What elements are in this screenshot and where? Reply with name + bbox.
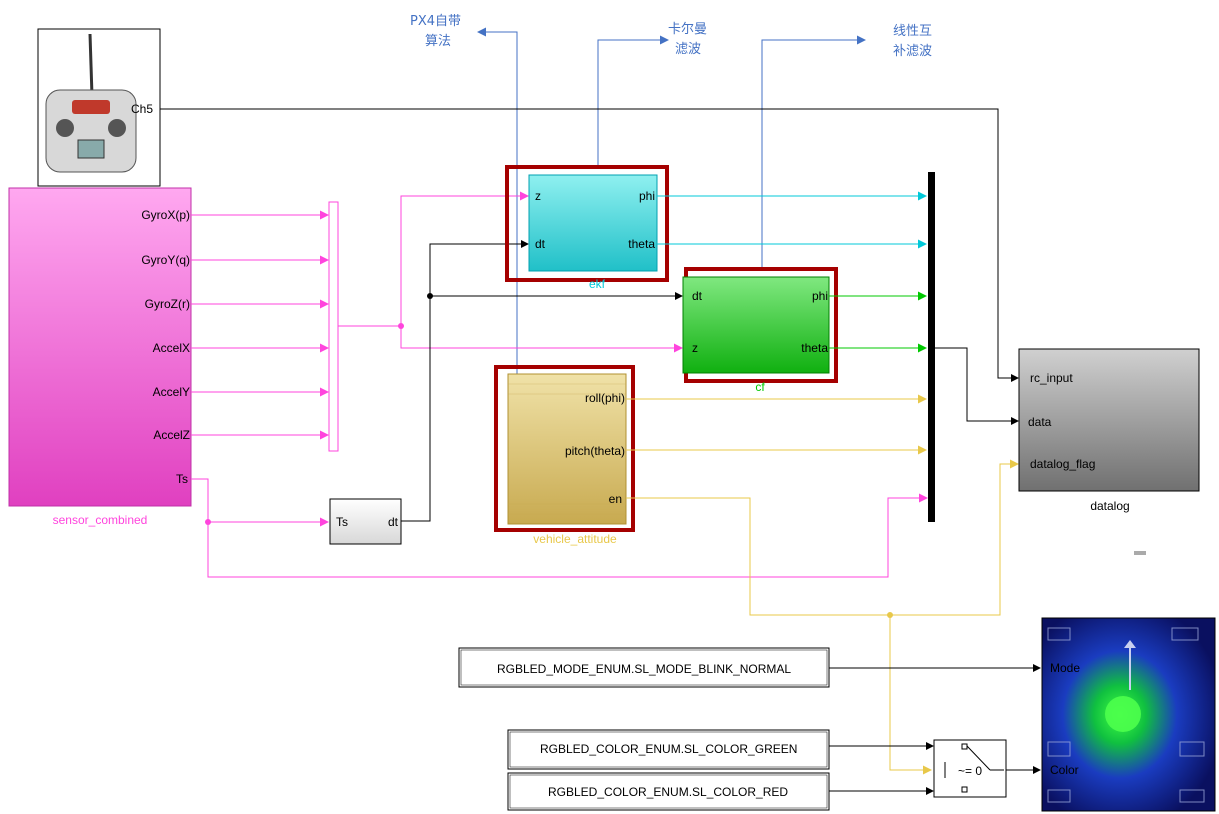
mode-constant-block[interactable]: RGBLED_MODE_ENUM.SL_MODE_BLINK_NORMAL [459,648,829,687]
ekf-out-theta: theta [628,237,655,251]
led-glow-icon [1105,696,1141,732]
sensor-port-gyroy: GyroY(q) [141,253,190,267]
sensor-mux-block[interactable] [329,202,338,451]
px4-annotation-line2: 算法 [425,34,451,49]
sensor-port-accelz: AccelZ [153,428,190,442]
datalog-label: datalog [1090,499,1129,513]
sensor-combined-label: sensor_combined [53,513,148,527]
vehicle-attitude-out-en: en [609,492,622,506]
ekf-label: ekf [589,277,606,291]
ekf-in-dt: dt [535,237,546,251]
sensor-port-accelx: AccelX [153,341,190,355]
ekf-output-wires [657,196,926,244]
cf-output-wires [829,296,926,348]
led-port-color: Color [1050,763,1079,777]
pink-junction-dot [398,323,404,329]
green-constant-block[interactable]: RGBLED_COLOR_ENUM.SL_COLOR_GREEN [508,730,829,769]
kalman-annotation-line2: 滤波 [675,42,701,57]
cf-out-theta: theta [801,341,828,355]
red-constant-block[interactable]: RGBLED_COLOR_ENUM.SL_COLOR_RED [508,773,829,810]
cf-in-dt: dt [692,289,703,303]
datalog-in-rc-input: rc_input [1030,371,1073,385]
datalog-in-flag: datalog_flag [1030,457,1095,471]
gold-junction-dot [887,612,893,618]
rgb-led-block[interactable]: Mode Color [1042,618,1215,811]
cf-label: cf [755,380,765,394]
green-constant-value: RGBLED_COLOR_ENUM.SL_COLOR_GREEN [540,742,797,756]
datalog-in-data: data [1028,415,1052,429]
px4-annotation-arrow [478,32,517,375]
ts-block-input-label: Ts [336,515,348,529]
rc-controller-icon [46,90,136,172]
red-constant-value: RGBLED_COLOR_ENUM.SL_COLOR_RED [548,785,788,799]
vehicle-attitude-out-pitch: pitch(theta) [565,444,625,458]
vehicle-attitude-output-wires [626,399,1018,770]
rc-port-ch5: Ch5 [131,102,153,116]
dt-junction-dot [427,293,433,299]
complementary-annotation-line2: 补滤波 [893,44,932,59]
switch-criteria: ~= 0 [958,764,982,778]
rc-transmitter-block[interactable]: Ch5 [38,29,160,186]
kalman-annotation-arrow [598,40,668,168]
ekf-block[interactable]: z dt phi theta [529,175,657,271]
vehicle-attitude-out-roll: roll(phi) [585,391,625,405]
sensor-port-accely: AccelY [153,385,190,399]
data-mux-bar[interactable] [928,172,935,522]
sensor-port-gyroz: GyroZ(r) [145,297,190,311]
complementary-annotation-arrow [762,40,865,270]
datalog-block[interactable]: rc_input data datalog_flag [1019,349,1199,491]
resize-handle-icon [1134,551,1146,555]
px4-annotation-line1: PX4自带 [410,14,461,29]
sensor-port-gyrox: GyroX(p) [141,208,190,222]
complementary-annotation-line1: 线性互 [893,24,932,39]
led-port-mode: Mode [1050,661,1080,675]
vehicle-attitude-block[interactable]: roll(phi) pitch(theta) en [508,374,626,524]
cf-in-z: z [692,341,698,355]
sensor-port-ts: Ts [176,472,188,486]
kalman-annotation-line1: 卡尔曼 [668,22,707,37]
sensor-combined-block[interactable]: GyroX(p) GyroY(q) GyroZ(r) AccelX AccelY… [9,188,191,506]
mode-constant-value: RGBLED_MODE_ENUM.SL_MODE_BLINK_NORMAL [497,662,791,676]
antenna-icon [90,34,92,96]
ekf-in-z: z [535,189,541,203]
ekf-out-phi: phi [639,189,655,203]
ts-conversion-block[interactable]: Ts dt [330,499,401,544]
ts-block-output-label: dt [388,515,399,529]
cf-out-phi: phi [812,289,828,303]
pink-junction-dot-ts [205,519,211,525]
vehicle-attitude-label: vehicle_attitude [533,532,617,546]
switch-block[interactable]: ~= 0 [934,740,1006,797]
cf-block[interactable]: dt z phi theta [683,277,829,373]
